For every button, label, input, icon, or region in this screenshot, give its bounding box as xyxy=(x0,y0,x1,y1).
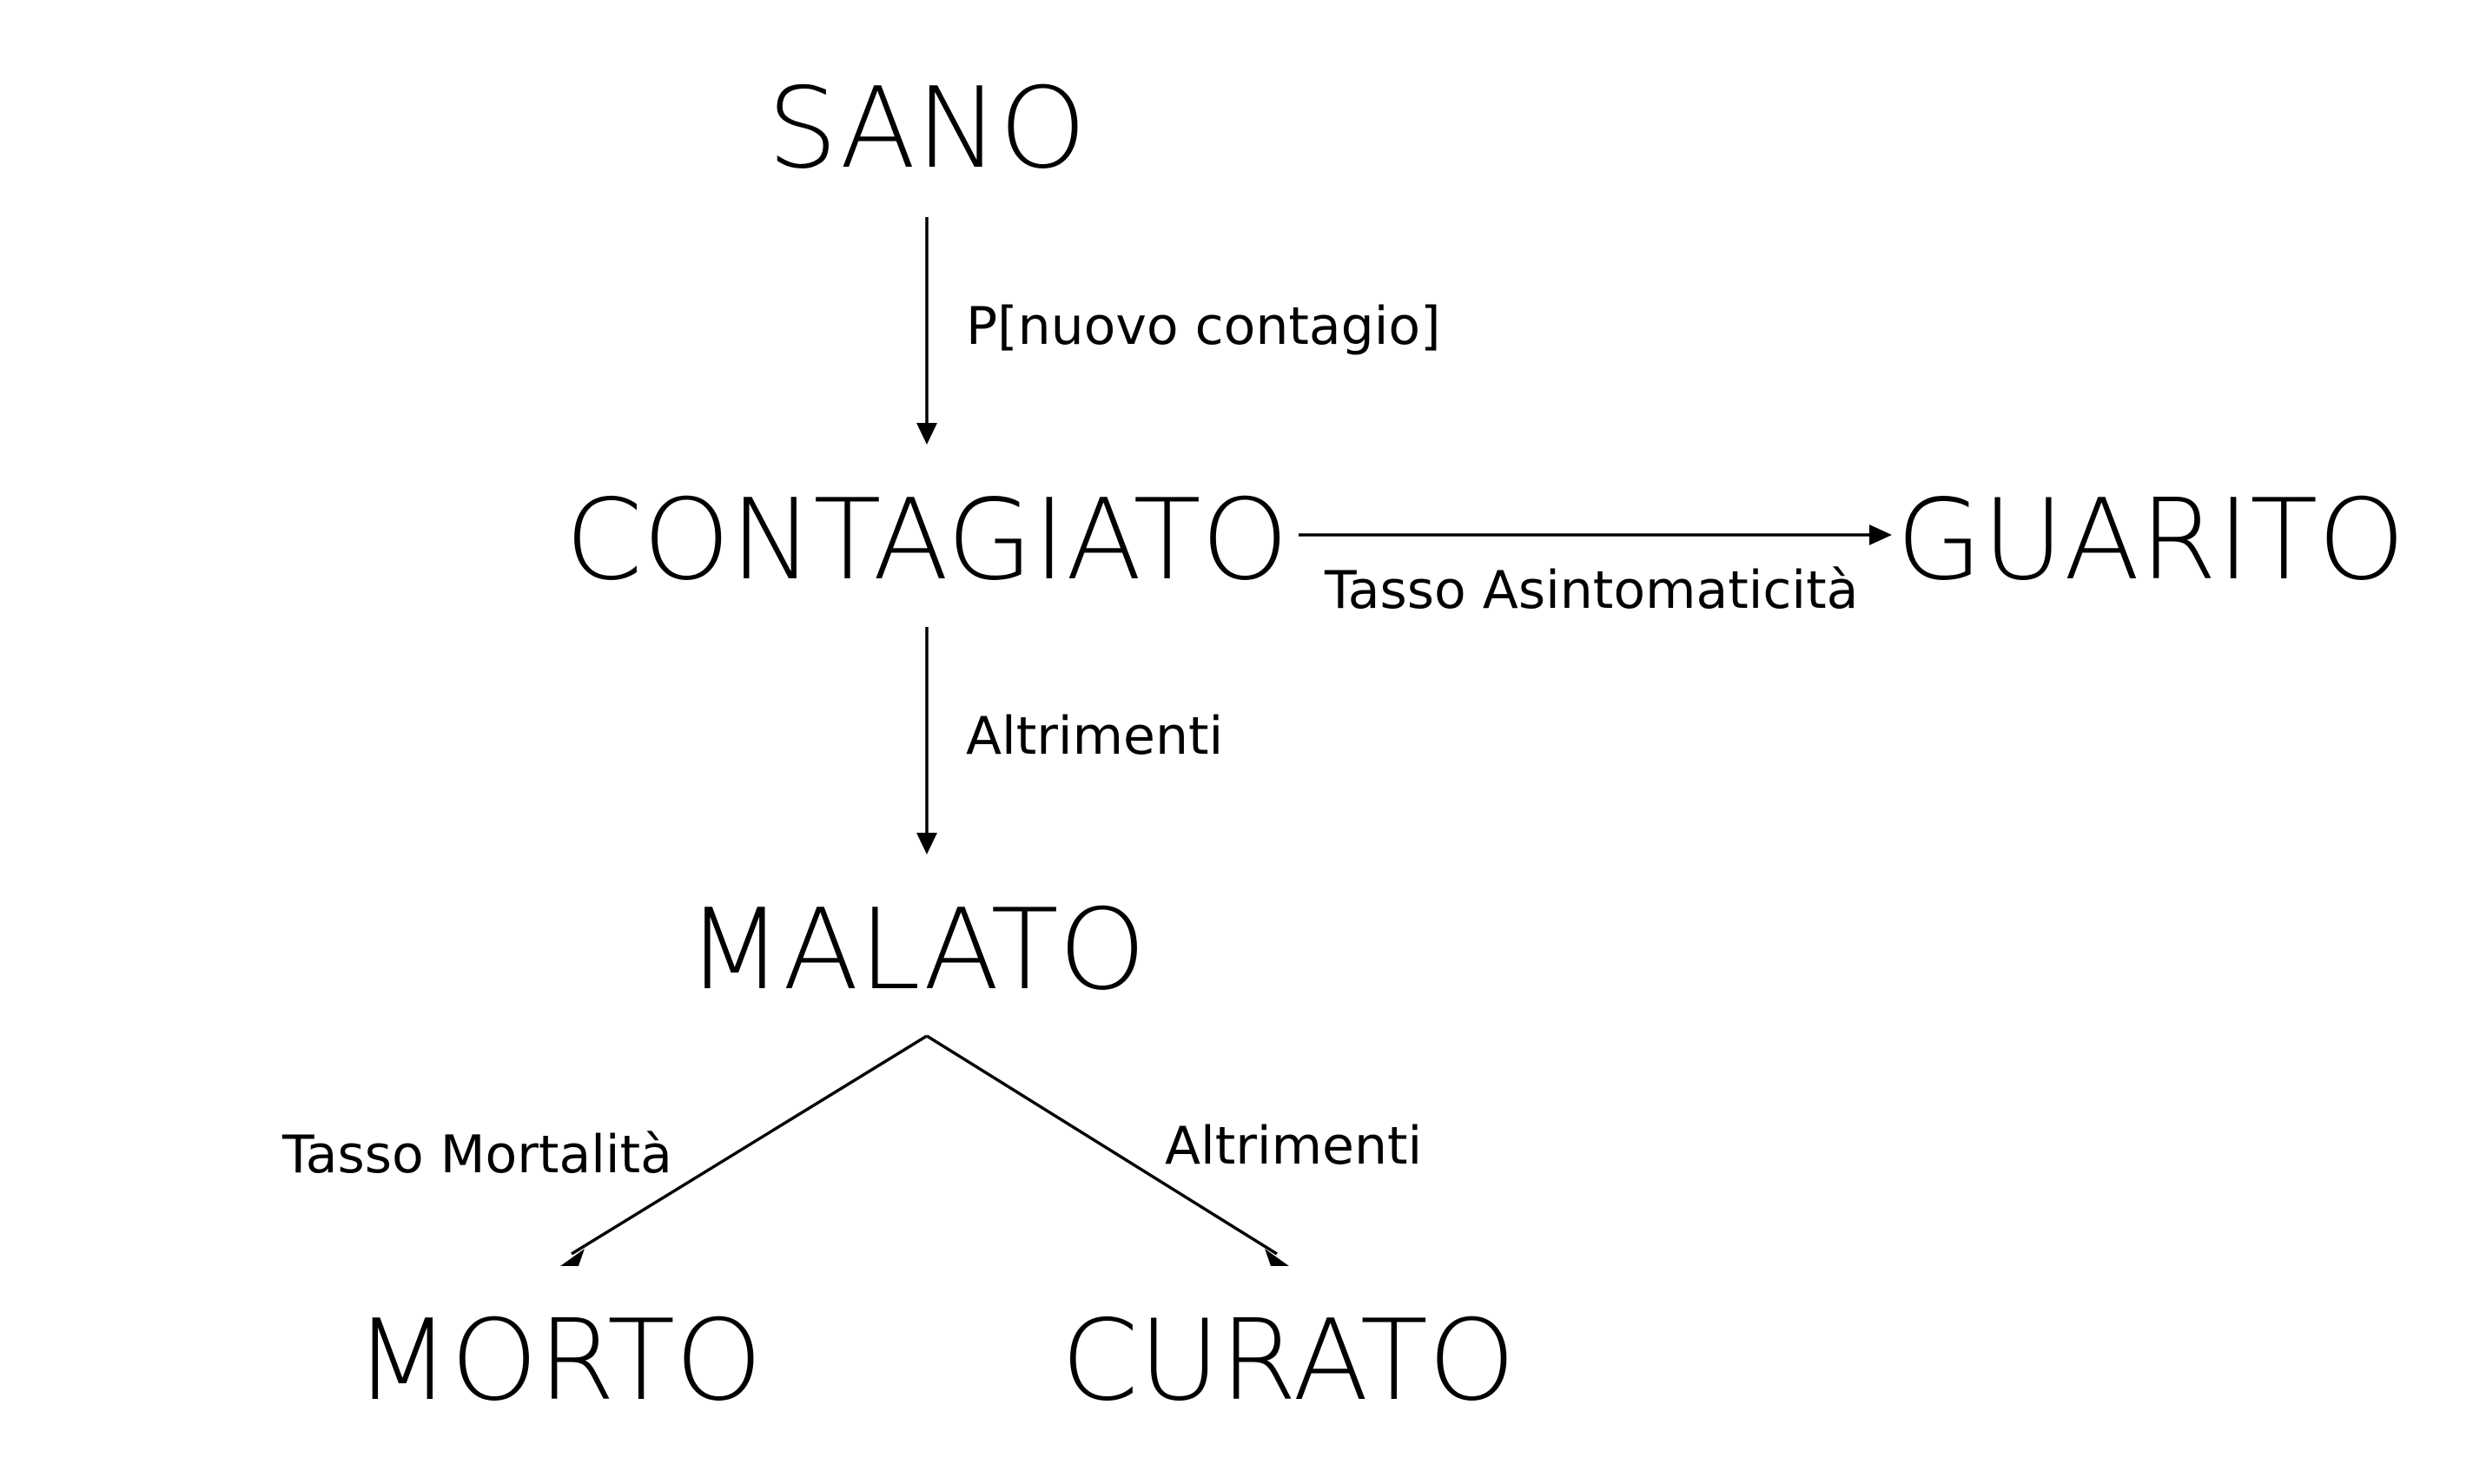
edge-label-malato-curato: Altrimenti xyxy=(1165,1116,1422,1177)
edge-malato-curato xyxy=(926,1034,1289,1266)
node-contagiato: CONTAGIATO xyxy=(565,476,1289,605)
edge-label-sano-contagiato: P[nuovo contagio] xyxy=(966,296,1441,357)
edge-label-contagiato-guarito: Tasso Asintomaticità xyxy=(1324,560,1858,621)
node-sano: SANO xyxy=(767,64,1087,194)
arrow-head-icon xyxy=(560,1249,585,1266)
edge-line xyxy=(571,1034,928,1256)
edge-contagiato-guarito xyxy=(1299,524,1892,545)
edge-label-malato-morto: Tasso Mortalità xyxy=(281,1125,672,1185)
edge-sano-contagiato xyxy=(916,217,937,445)
edge-line xyxy=(926,1034,1278,1256)
edge-contagiato-malato xyxy=(916,627,937,854)
arrow-head-icon xyxy=(916,833,937,854)
edge-malato-morto xyxy=(560,1034,928,1266)
arrow-head-icon xyxy=(1265,1249,1289,1266)
edge-label-contagiato-malato: Altrimenti xyxy=(966,706,1223,767)
node-curato: CURATO xyxy=(1061,1296,1515,1426)
node-malato: MALATO xyxy=(687,886,1147,1015)
node-morto: MORTO xyxy=(354,1296,763,1426)
arrow-head-icon xyxy=(1869,524,1892,545)
arrow-head-icon xyxy=(916,423,937,445)
node-guarito: GUARITO xyxy=(1896,476,2405,605)
